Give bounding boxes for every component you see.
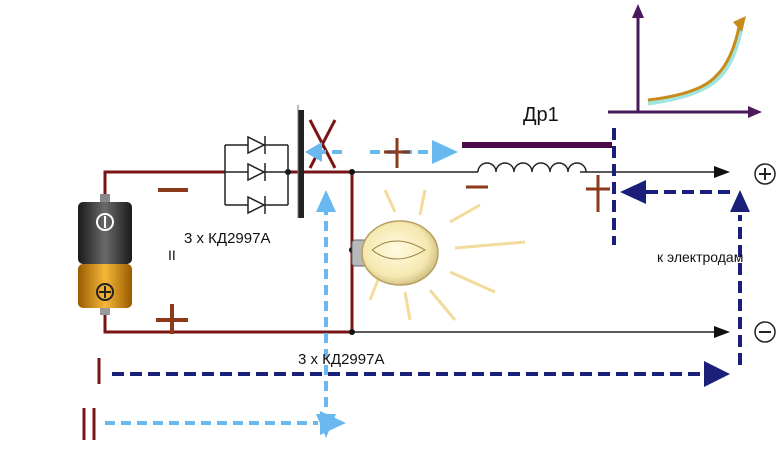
inductor-plus-mark xyxy=(586,175,610,212)
plus-terminal-icon xyxy=(754,163,776,185)
light-blue-arrow-left xyxy=(305,142,322,162)
dark-blue-arrow-right xyxy=(704,361,730,387)
battery xyxy=(78,194,132,315)
battery-plus-icon xyxy=(96,283,114,301)
light-blue-plus-mark xyxy=(384,138,410,168)
inductor-label: Др1 xyxy=(523,104,559,126)
junction-dots xyxy=(285,169,355,335)
dark-blue-current-path xyxy=(112,128,742,376)
electrodes-label: к электродам xyxy=(657,249,743,265)
inductor xyxy=(462,142,612,173)
mark-ii-label: II xyxy=(168,247,176,263)
dark-blue-arrow-left xyxy=(620,180,646,204)
graph xyxy=(608,4,762,118)
broken-contact-cross xyxy=(308,119,337,169)
light-blue-arrow-right xyxy=(432,140,458,164)
minus-terminal-icon xyxy=(754,321,776,343)
diodes-label-top: 3 х КД2997А xyxy=(184,230,270,247)
light-blue-current-path xyxy=(105,150,430,425)
output-lines xyxy=(352,171,720,333)
wiring xyxy=(103,170,354,334)
switch-plate xyxy=(297,105,304,218)
diode-array xyxy=(224,135,289,215)
dark-blue-arrow-up xyxy=(730,190,750,212)
light-bulb xyxy=(351,189,526,321)
output-arrow-bottom xyxy=(714,326,730,338)
light-blue-arrow-bottom-right xyxy=(320,411,346,435)
diodes-label-bottom: 3 х КД2997А xyxy=(298,351,384,368)
battery-minus-icon xyxy=(96,213,114,231)
light-blue-arrow-up xyxy=(316,190,336,212)
output-arrow-top xyxy=(714,166,730,178)
battery-plus-mark xyxy=(156,304,188,334)
